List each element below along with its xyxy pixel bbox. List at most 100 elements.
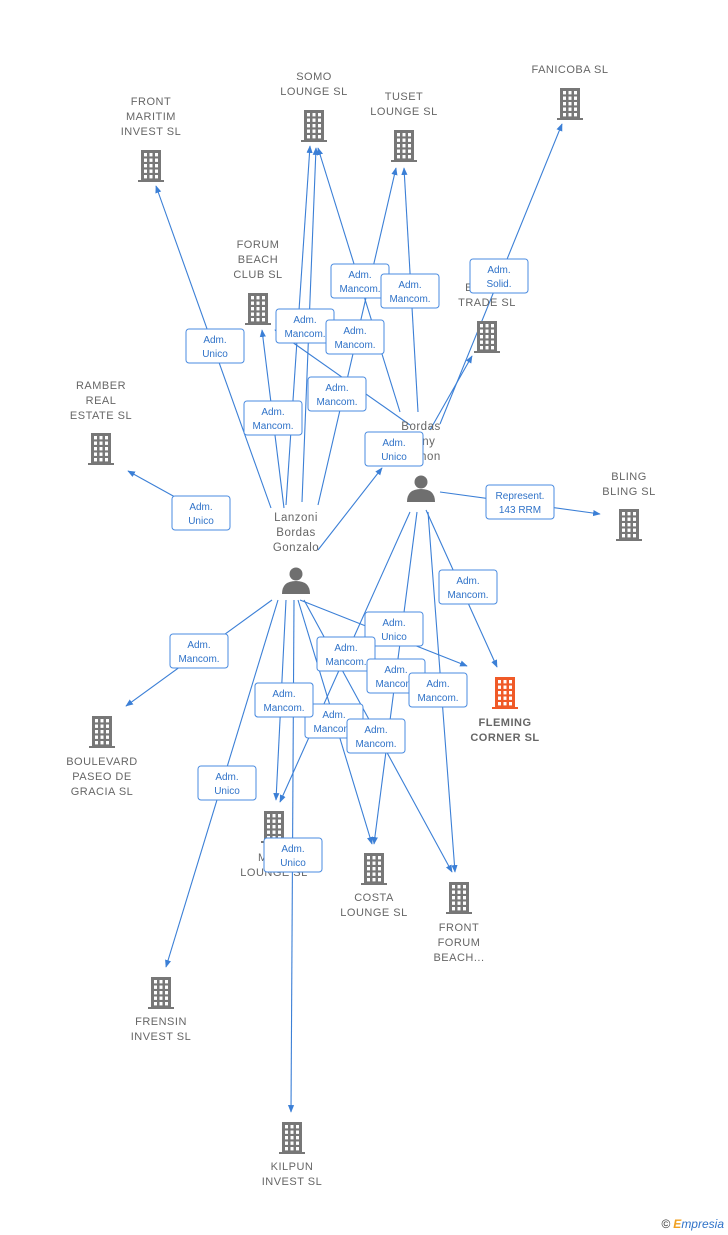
node-label-line: KILPUN bbox=[271, 1161, 314, 1173]
relation-label-text: Adm. bbox=[456, 576, 479, 587]
building-icon bbox=[88, 433, 114, 465]
relation-label-text: Mancom. bbox=[447, 590, 488, 601]
relation-label-r20[interactable]: Adm. Mancom. bbox=[346, 718, 406, 754]
relation-label-text: Adm. bbox=[203, 335, 226, 346]
relation-label-text: Mancom. bbox=[178, 654, 219, 665]
relation-label-r5[interactable]: Adm.Mancom. bbox=[380, 273, 440, 309]
building-icon bbox=[148, 977, 174, 1009]
node-label-line: BEACH bbox=[238, 254, 278, 266]
building-icon bbox=[279, 1122, 305, 1154]
relation-label-text: Adm. bbox=[215, 772, 238, 783]
node-label-line: INVEST SL bbox=[121, 126, 182, 138]
company-node-front-forum[interactable]: FRONTFORUMBEACH... bbox=[433, 882, 484, 964]
node-label-line: Gonzalo bbox=[273, 542, 319, 554]
company-node-fanicoba[interactable]: FANICOBA SL bbox=[531, 64, 608, 120]
relation-label-text: Mancom. bbox=[284, 329, 325, 340]
relation-label-text: Unico bbox=[214, 786, 240, 797]
relation-label-text: Unico bbox=[202, 349, 228, 360]
building-icon bbox=[361, 853, 387, 885]
relation-label-text: Unico bbox=[381, 632, 407, 643]
relation-label-text: Mancom. bbox=[313, 724, 354, 735]
relation-label-r2[interactable]: Adm.Mancom. bbox=[243, 400, 303, 436]
relation-label-text: Adm. bbox=[487, 265, 510, 276]
relation-label-text: Adm. bbox=[382, 438, 405, 449]
relation-label-text: Adm. bbox=[348, 270, 371, 281]
node-label-line: TUSET bbox=[385, 91, 424, 103]
node-label-line: COSTA bbox=[354, 892, 394, 904]
brand-logo-text: mpresia bbox=[681, 1217, 724, 1231]
node-label-line: FORUM bbox=[438, 937, 481, 949]
node-label-line: FLEMING bbox=[479, 717, 532, 729]
company-node-costa[interactable]: COSTA LOUNGE SL bbox=[340, 853, 407, 919]
relation-label-r6[interactable]: Adm.Mancom. bbox=[325, 319, 385, 355]
node-label-line: ESTATE SL bbox=[70, 410, 132, 422]
relation-label-text: Adm. bbox=[325, 383, 348, 394]
relation-label-r13[interactable]: Adm. Mancom. bbox=[169, 633, 229, 669]
node-label-line: INVEST SL bbox=[131, 1031, 192, 1043]
relation-label-text: Adm. bbox=[322, 710, 345, 721]
relation-label-text: Adm. bbox=[293, 315, 316, 326]
building-icon bbox=[245, 293, 271, 325]
relation-label-text: Adm. bbox=[187, 640, 210, 651]
node-label-line: CORNER SL bbox=[470, 732, 539, 744]
node-label-line: BEACH... bbox=[433, 952, 484, 964]
node-label-line: RAMBER bbox=[76, 380, 126, 392]
relation-label-text: 143 RRM bbox=[499, 505, 541, 516]
company-node-fleming[interactable]: FLEMING CORNER SL bbox=[470, 677, 539, 744]
relation-label-r9[interactable]: Adm. Mancom. bbox=[438, 569, 498, 605]
node-label-line: GRACIA SL bbox=[71, 786, 134, 798]
relation-label-r1[interactable]: Adm. Unico bbox=[185, 328, 245, 364]
relation-label-text: Mancom. bbox=[417, 693, 458, 704]
relation-label-text: Adm. bbox=[382, 618, 405, 629]
node-label-line: Lanzoni bbox=[274, 512, 318, 524]
node-label-line: SOMO bbox=[296, 71, 332, 83]
building-icon bbox=[89, 716, 115, 748]
node-label-line: Bordas bbox=[401, 421, 440, 433]
relation-label-r3[interactable]: Adm. Mancom. bbox=[275, 308, 335, 344]
relation-label-r10[interactable]: Adm.Unico bbox=[364, 431, 424, 467]
relation-edge bbox=[317, 467, 383, 551]
relation-label-r15[interactable]: Adm.Mancom. bbox=[316, 636, 376, 672]
empresia-brand[interactable]: ©Empresia bbox=[661, 1217, 724, 1231]
relation-label-text: Adm. bbox=[384, 665, 407, 676]
relation-label-r11[interactable]: Adm.Unico bbox=[171, 495, 231, 531]
relation-label-r8[interactable]: Adm. Mancom. bbox=[307, 376, 367, 412]
node-label-line: INVEST SL bbox=[262, 1176, 323, 1188]
relation-label-text: Adm. bbox=[364, 725, 387, 736]
node-label-line: MARITIM bbox=[126, 111, 176, 123]
node-label-line: FRONT bbox=[131, 96, 171, 108]
relation-label-text: Adm. bbox=[426, 679, 449, 690]
relation-label-text: Mancom. bbox=[375, 679, 416, 690]
relation-label-r14[interactable]: Adm. Unico bbox=[364, 611, 424, 647]
relation-label-r23[interactable]: Adm.Unico bbox=[263, 837, 323, 873]
building-icon bbox=[301, 110, 327, 142]
relation-label-r12[interactable]: Represent.143 RRM bbox=[485, 484, 555, 520]
relation-label-text: Mancom. bbox=[316, 397, 357, 408]
relation-label-r7[interactable]: Adm.Solid. bbox=[469, 258, 529, 294]
node-label-line: LOUNGE SL bbox=[340, 907, 407, 919]
node-label-line: CLUB SL bbox=[233, 269, 282, 281]
relation-label-r22[interactable]: Adm. Unico bbox=[197, 765, 257, 801]
relation-label-text: Mancom. bbox=[339, 284, 380, 295]
relation-label-r17[interactable]: Adm. Mancom. bbox=[408, 672, 468, 708]
edge-labels-layer: Adm.UnicoAdm.Mancom.Adm.Mancom.Adm.Manco… bbox=[169, 258, 555, 873]
building-icon bbox=[446, 882, 472, 914]
relation-label-r4[interactable]: Adm. Mancom. bbox=[330, 263, 390, 299]
relation-label-r21[interactable]: Adm.Mancom. bbox=[254, 682, 314, 718]
company-node-kilpun[interactable]: KILPUN INVEST SL bbox=[262, 1122, 323, 1188]
building-icon bbox=[616, 509, 642, 541]
company-node-front-maritim[interactable]: FRONT MARITIM INVEST SL bbox=[121, 96, 182, 182]
relation-label-text: Mancom. bbox=[355, 739, 396, 750]
node-label-line: PASEO DE bbox=[72, 771, 131, 783]
relation-edge bbox=[429, 355, 473, 431]
